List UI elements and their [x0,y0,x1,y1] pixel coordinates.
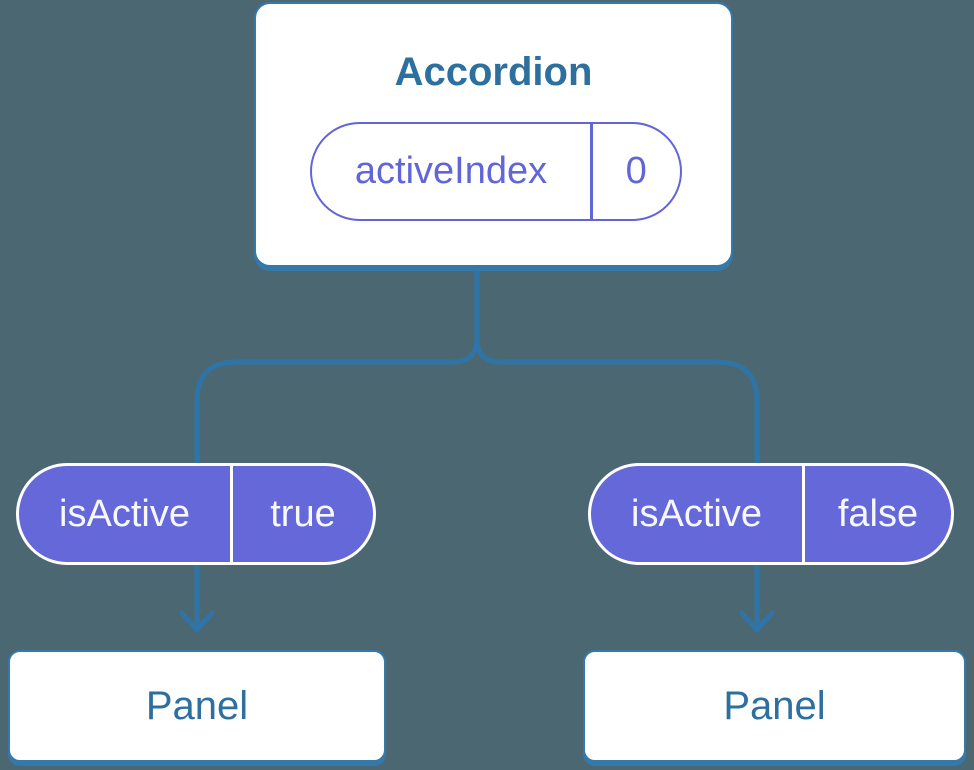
state-pill-activeindex: activeIndex 0 [310,122,682,221]
prop-pill-isactive-false: isActive false [588,463,954,565]
prop-pill-value: false [837,492,919,535]
pill-divider [590,124,593,219]
pill-divider [230,466,233,562]
left-branch-connector [194,261,480,469]
panel-node-right: Panel [583,650,966,762]
prop-pill-label: isActive [59,492,190,535]
pill-divider [802,466,805,562]
left-arrowhead-down-icon [179,610,215,633]
prop-pill-label: isActive [631,492,762,535]
state-pill-label: activeIndex [354,150,548,192]
prop-pill-isactive-true: isActive true [16,463,376,565]
right-branch-connector [474,261,760,469]
state-pill-value: 0 [625,150,647,192]
accordion-title: Accordion [394,50,593,94]
panel-node-left: Panel [8,650,386,762]
accordion-node: Accordion activeIndex 0 [254,2,733,267]
prop-pill-value: true [270,492,336,535]
right-arrowhead-down-icon [739,610,775,633]
